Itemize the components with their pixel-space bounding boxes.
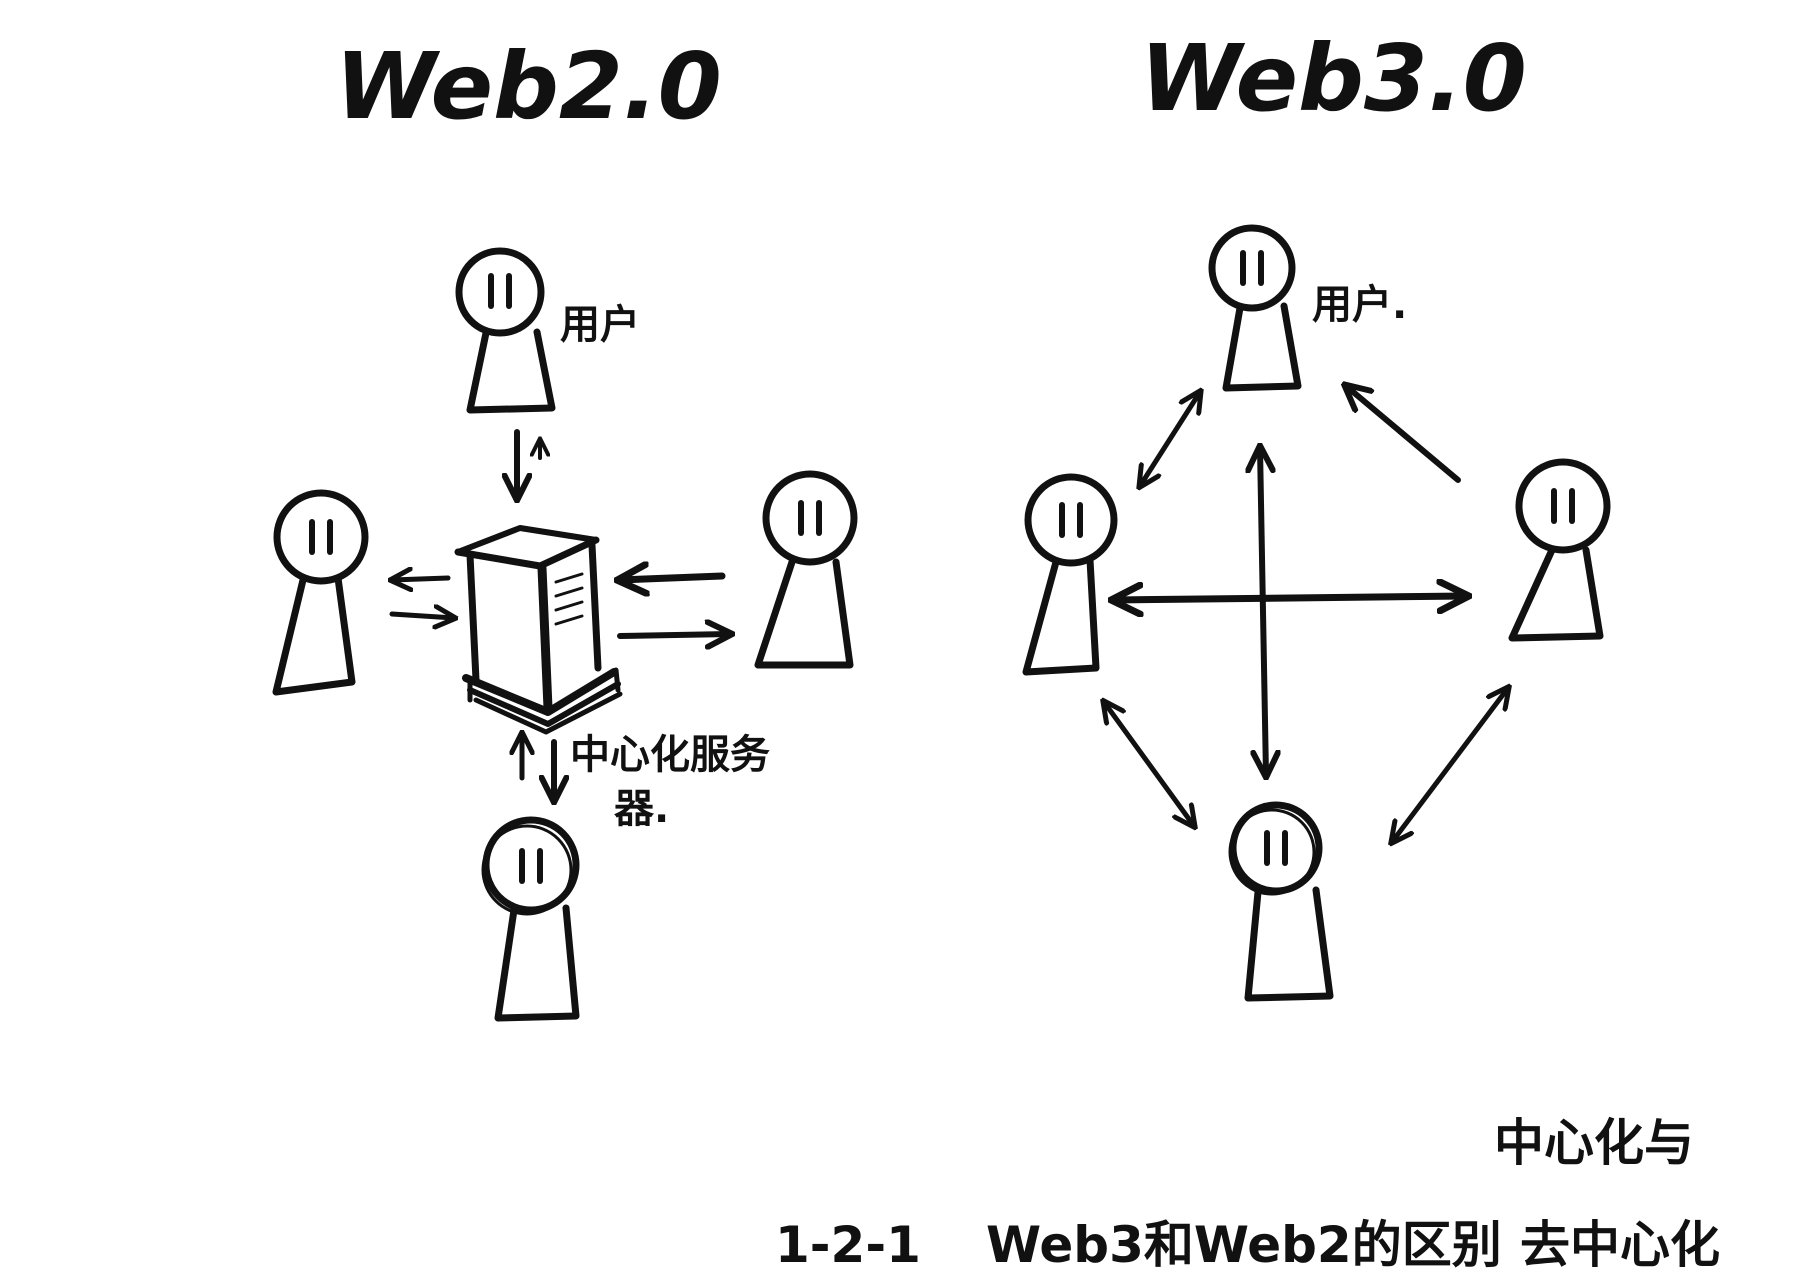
web2-title: Web2.0 bbox=[335, 33, 722, 140]
arrow bbox=[1104, 702, 1194, 826]
user-label: 用户 bbox=[560, 302, 640, 348]
user-label: 用户. bbox=[1312, 282, 1407, 328]
user-figure bbox=[272, 489, 369, 696]
arrow bbox=[392, 578, 451, 580]
caption: 中心化与 1-2-1 Web3和Web2的区别 去中心化 bbox=[775, 1114, 1720, 1274]
arrow bbox=[1346, 386, 1461, 483]
arrow bbox=[1260, 448, 1266, 775]
server-label-cont: 器. bbox=[614, 786, 669, 832]
user-figure bbox=[1228, 801, 1334, 1002]
arrow bbox=[389, 614, 454, 618]
server-label: 中心化服务 bbox=[570, 732, 770, 778]
figure-number: 1-2-1 bbox=[775, 1216, 921, 1274]
web2-diagram: 用户 中心化服务 器. bbox=[272, 247, 858, 1022]
arrow bbox=[1140, 392, 1200, 486]
user-figure bbox=[455, 247, 556, 414]
figure-caption: Web3和Web2的区别 bbox=[986, 1216, 1502, 1274]
web3-diagram: 用户. bbox=[1022, 224, 1611, 1002]
arrow bbox=[1392, 688, 1508, 842]
user-figure bbox=[754, 470, 858, 669]
user-figure bbox=[481, 816, 580, 1022]
web3-title: Web3.0 bbox=[1140, 25, 1527, 132]
central-server-icon bbox=[454, 525, 623, 735]
arrow bbox=[617, 634, 730, 636]
caption-note: 中心化与 bbox=[1494, 1114, 1694, 1172]
user-figure bbox=[1208, 224, 1302, 392]
caption-note-cont: 去中心化 bbox=[1520, 1216, 1720, 1274]
arrow bbox=[620, 576, 726, 580]
arrow bbox=[1114, 596, 1466, 600]
user-figure bbox=[1022, 473, 1118, 676]
user-figure bbox=[1508, 458, 1611, 642]
